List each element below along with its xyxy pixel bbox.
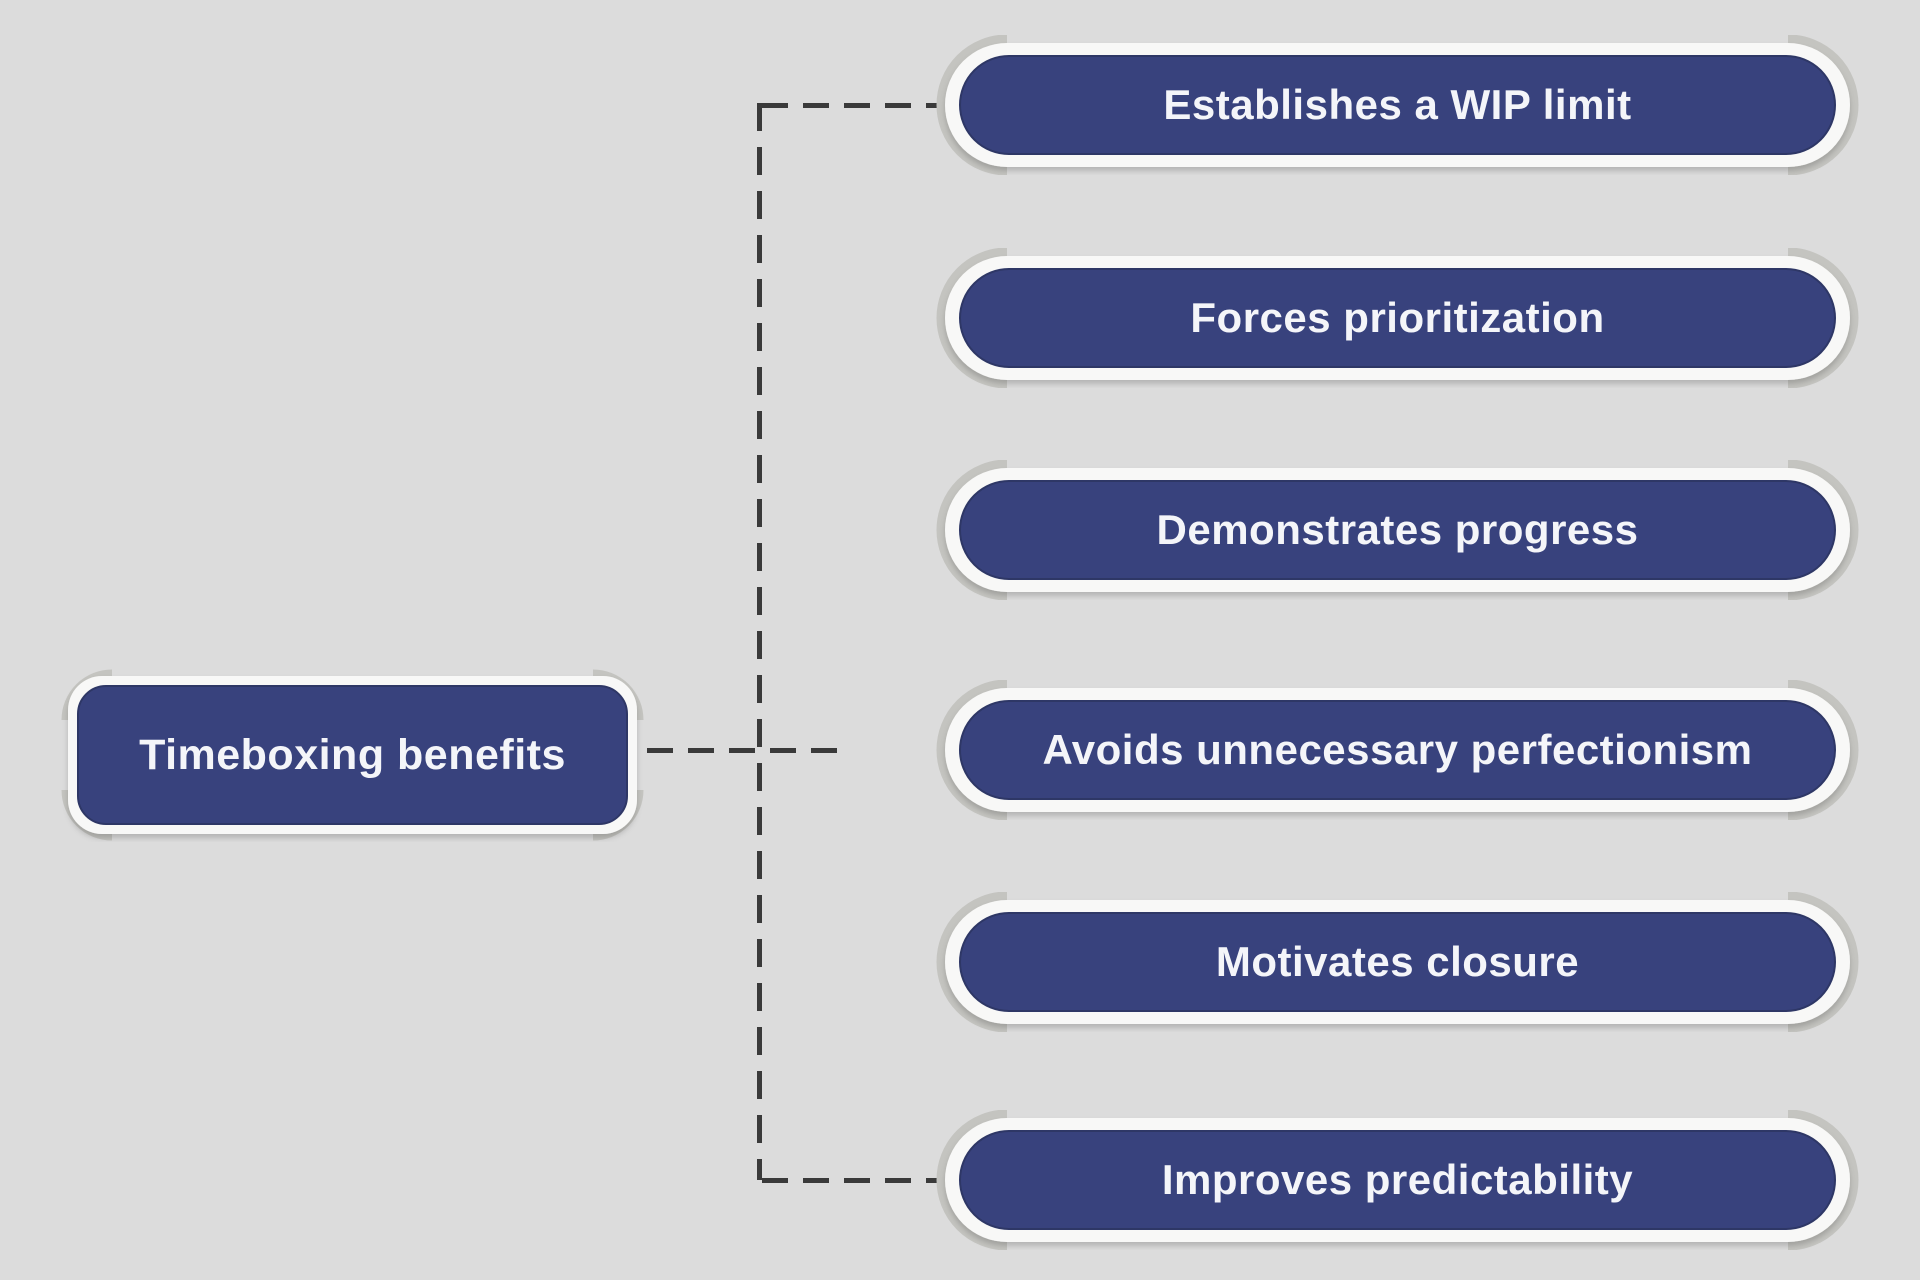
node-label: Forces prioritization — [1190, 294, 1605, 341]
end-arc-left — [936, 35, 1008, 175]
node-label: Motivates closure — [1215, 938, 1580, 985]
node-decoration — [936, 680, 1859, 820]
end-arc-left — [936, 248, 1008, 388]
node-body — [959, 55, 1836, 155]
end-arc-right — [1787, 1110, 1859, 1250]
end-arc-left — [936, 460, 1008, 600]
node-demonstrates-progress: Demonstrates progress — [935, 460, 1860, 600]
node-decoration — [936, 460, 1859, 600]
node-body — [959, 1130, 1836, 1230]
node-decoration — [936, 35, 1859, 175]
node-label: Improves predictability — [1161, 1156, 1634, 1203]
end-arc-right — [1787, 248, 1859, 388]
node-body — [959, 268, 1836, 368]
end-arc-left — [936, 892, 1008, 1032]
end-arc-right — [1787, 680, 1859, 820]
connector-root-branch — [647, 748, 837, 753]
node-body — [959, 700, 1836, 800]
end-arc-left — [936, 1110, 1008, 1250]
node-decoration — [936, 248, 1859, 388]
end-arc-right — [1787, 892, 1859, 1032]
node-avoids-unnecessary-perfectionism: Avoids unnecessary perfectionism — [935, 680, 1860, 820]
node-establishes-wip-limit: Establishes a WIP limit — [935, 35, 1860, 175]
connector-vertical-trunk — [757, 103, 762, 1180]
connector-top-branch — [762, 103, 937, 108]
node-motivates-closure: Motivates closure — [935, 892, 1860, 1032]
connector-bottom-branch — [762, 1178, 937, 1183]
node-improves-predictability: Improves predictability — [935, 1110, 1860, 1250]
end-arc-left — [936, 680, 1008, 820]
node-body — [959, 480, 1836, 580]
node-body — [77, 685, 628, 825]
node-timeboxing-benefits: Timeboxing benefits — [60, 668, 645, 842]
node-decoration — [936, 1110, 1859, 1250]
node-label: Demonstrates progress — [1156, 506, 1639, 553]
end-arc-right — [1787, 35, 1859, 175]
node-body — [959, 912, 1836, 1012]
node-label: Establishes a WIP limit — [1163, 81, 1632, 128]
node-decoration — [936, 892, 1859, 1032]
node-forces-prioritization: Forces prioritization — [935, 248, 1860, 388]
end-arc-right — [1787, 460, 1859, 600]
node-decoration — [61, 669, 644, 841]
node-label: Timeboxing benefits — [139, 730, 566, 779]
node-label: Avoids unnecessary perfectionism — [1042, 726, 1753, 773]
